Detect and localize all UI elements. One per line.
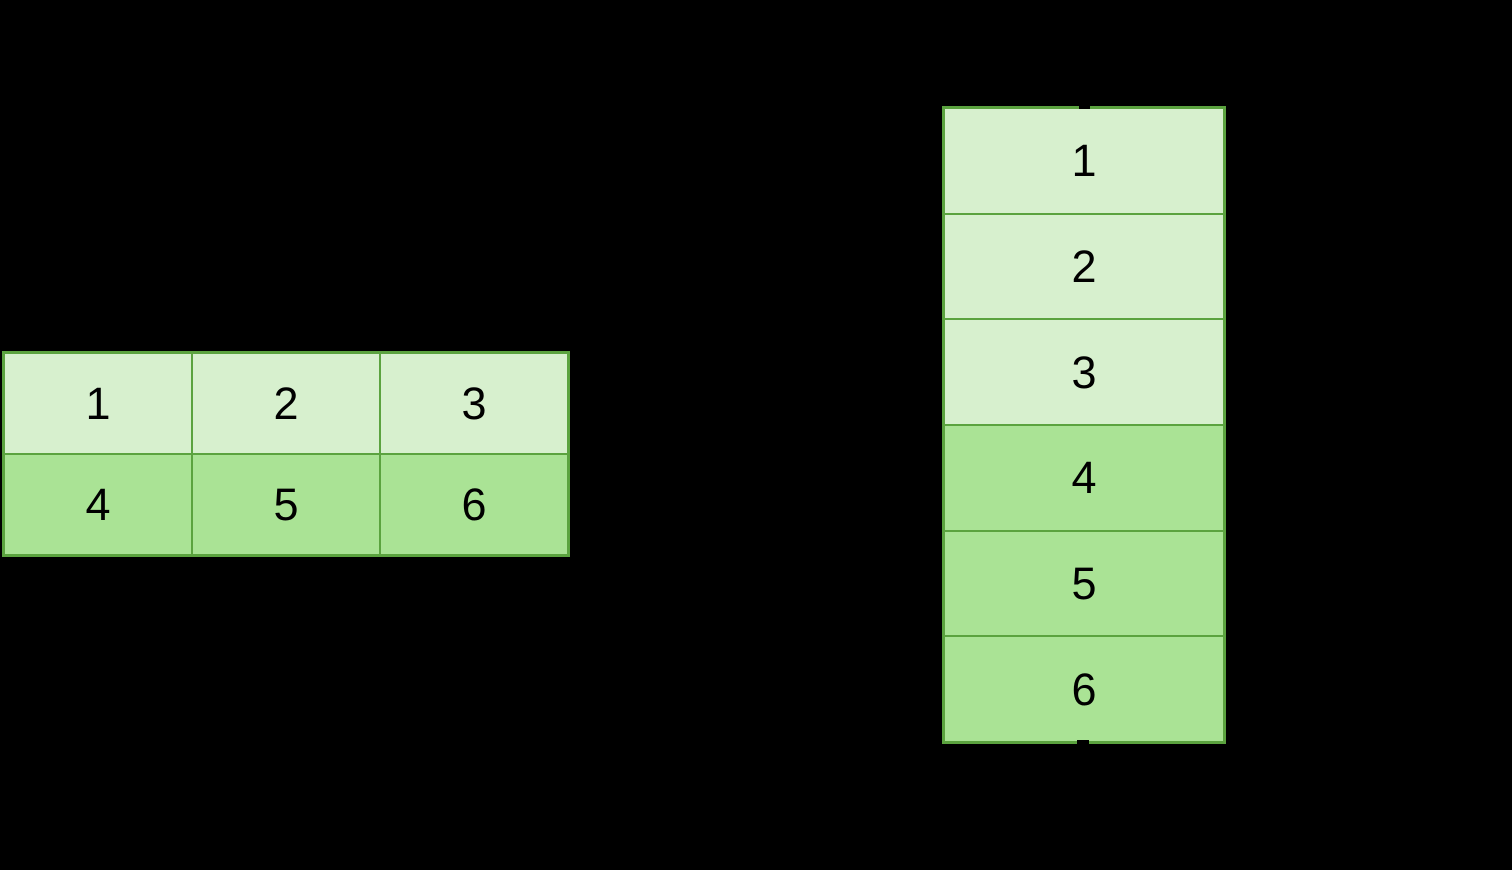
matrix-cell-r0c0: 1	[5, 354, 191, 453]
matrix-cell-r0c1: 2	[193, 354, 379, 453]
matrix-cell-r1c0: 4	[5, 455, 191, 554]
matrix-cell-r0c2: 3	[381, 354, 567, 453]
matrix-table-2x3: 1 2 3 4 5 6	[2, 351, 570, 557]
matrix-cell-r1c1: 5	[193, 455, 379, 554]
matrix-cell-r1c2: 6	[381, 455, 567, 554]
vector-cell-0: 1	[945, 109, 1223, 213]
vector-cell-1: 2	[945, 214, 1223, 319]
vector-cell-3: 4	[945, 425, 1223, 530]
border-artifact-bottom	[1077, 740, 1089, 744]
vector-cell-4: 5	[945, 531, 1223, 636]
vector-cell-2: 3	[945, 320, 1223, 424]
border-artifact-top	[1079, 105, 1090, 109]
vector-table-6x1: 1 2 3 4 5 6	[942, 106, 1226, 744]
vector-cell-5: 6	[945, 637, 1223, 741]
